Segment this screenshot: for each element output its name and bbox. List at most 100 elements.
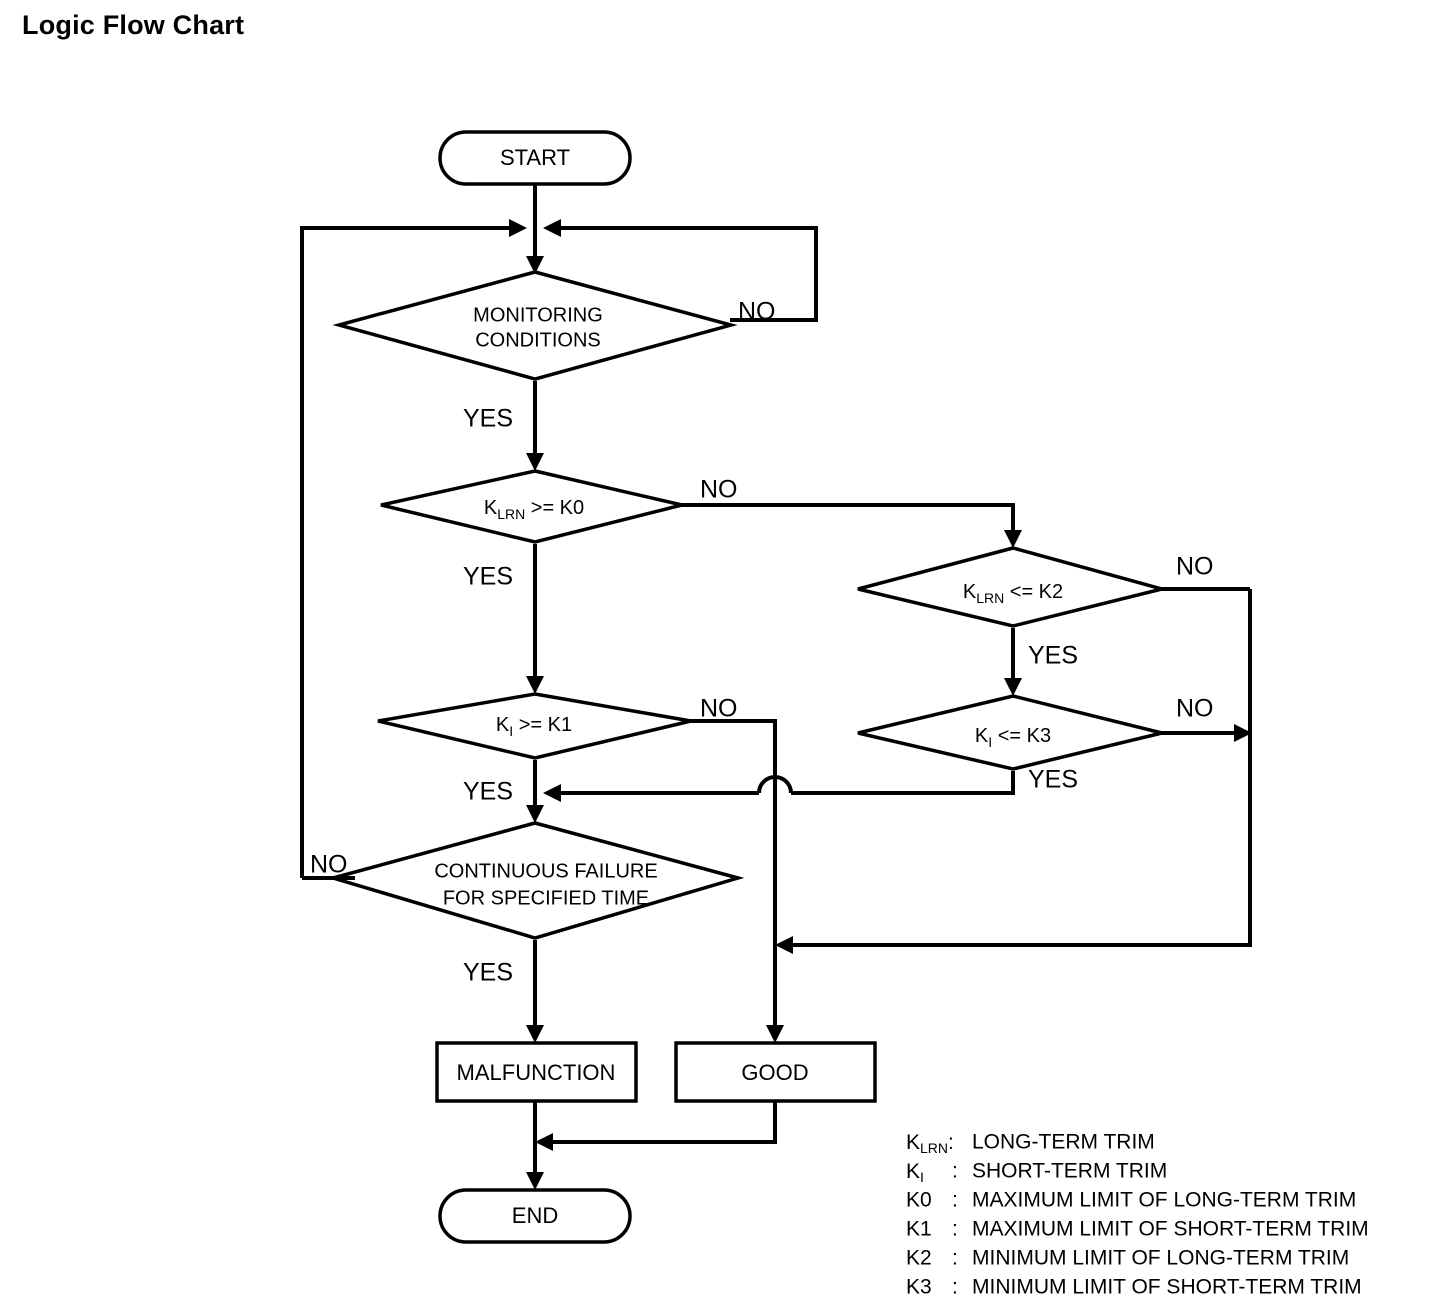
arrowhead-into-ki-le-k3 (1004, 678, 1022, 696)
start-label: START (500, 145, 570, 170)
legend-desc-k0: MAXIMUM LIMIT OF LONG-TERM TRIM (972, 1189, 1356, 1212)
arrowhead-into-continuous (526, 805, 544, 823)
klrn-le-k2-rest: <= K2 (1004, 581, 1063, 603)
label-ki-ge-k1-no: NO (700, 695, 738, 723)
legend-sep-k2: : (952, 1247, 958, 1270)
klrn-ge-k0-sub: LRN (497, 506, 525, 522)
ki-ge-k1-sub: I (509, 723, 513, 739)
ki-le-k3-rest: <= K3 (992, 725, 1051, 747)
legend-key-k2: K2 (906, 1247, 932, 1270)
connectors (300, 184, 1252, 1190)
malfunction-label: MALFUNCTION (457, 1060, 616, 1085)
edge-merge-rail-right (783, 589, 1252, 947)
ki-le-k3-label: KI <= K3 (975, 725, 1051, 749)
klrn-ge-k0-main: K (484, 497, 498, 519)
legend-desc-ki: SHORT-TERM TRIM (972, 1160, 1167, 1183)
klrn-le-k2-label: KLRN <= K2 (963, 581, 1063, 605)
page-title: Logic Flow Chart (22, 10, 245, 40)
node-end[interactable]: END (438, 1188, 632, 1244)
arrowhead-into-ki-ge-k1 (526, 676, 544, 694)
node-start[interactable]: START (438, 130, 632, 186)
legend-sep-k0: : (952, 1189, 958, 1212)
edge-ki-le-k3-yes-seg1 (791, 771, 1015, 795)
legend-sep-k3: : (952, 1276, 958, 1299)
legend-desc-k3: MINIMUM LIMIT OF SHORT-TERM TRIM (972, 1276, 1362, 1299)
edge-loopback-monitoring-no (549, 226, 818, 322)
label-ki-le-k3-yes: YES (1028, 766, 1078, 794)
good-shape (674, 1041, 877, 1103)
arrowhead-ki-le-k3-yes (543, 784, 561, 802)
monitoring-shape (332, 270, 738, 381)
continuous-shape (326, 821, 745, 940)
monitoring-label-line2: CONDITIONS (475, 329, 601, 351)
node-klrn-le-k2[interactable]: KLRN <= K2 (857, 546, 1169, 628)
legend-desc-klrn: LONG-TERM TRIM (972, 1131, 1155, 1154)
klrn-ge-k0-rest: >= K0 (525, 497, 584, 519)
continuous-label-line1: CONTINUOUS FAILURE (434, 860, 657, 882)
klrn-le-k2-sub: LRN (976, 590, 1004, 606)
legend: KLRN: LONG-TERM TRIM KI : SHORT-TERM TRI… (906, 1131, 1369, 1299)
legend-sep-ki: : (952, 1160, 958, 1183)
ki-ge-k1-rest: >= K1 (513, 714, 572, 736)
node-malfunction[interactable]: MALFUNCTION (435, 1041, 638, 1103)
ki-ge-k1-shape (377, 692, 692, 760)
legend-desc-k1: MAXIMUM LIMIT OF SHORT-TERM TRIM (972, 1218, 1369, 1241)
klrn-ge-k0-label: KLRN >= K0 (484, 497, 584, 521)
legend-row-k0: K0 : MAXIMUM LIMIT OF LONG-TERM TRIM (906, 1189, 1356, 1212)
node-continuous-failure[interactable]: CONTINUOUS FAILURE FOR SPECIFIED TIME (326, 821, 745, 940)
ki-le-k3-shape (857, 694, 1163, 771)
node-klrn-ge-k0[interactable]: KLRN >= K0 (380, 469, 683, 544)
legend-sep-klrn: : (948, 1131, 954, 1154)
legend-row-k2: K2 : MINIMUM LIMIT OF LONG-TERM TRIM (906, 1247, 1349, 1270)
label-monitoring-yes: YES (463, 405, 513, 433)
end-label: END (512, 1203, 558, 1228)
arrowhead-loopback-right (543, 219, 561, 237)
arrowhead-into-good (766, 1025, 784, 1043)
legend-sep-k1: : (952, 1218, 958, 1241)
legend-key-k1: K1 (906, 1218, 932, 1241)
start-shape (438, 130, 632, 186)
edge-loopback-left (300, 226, 521, 878)
node-monitoring-conditions[interactable]: MONITORING CONDITIONS (332, 270, 738, 381)
legend-row-ki: KI : SHORT-TERM TRIM (906, 1160, 1167, 1185)
label-continuous-yes: YES (463, 959, 513, 987)
legend-desc-k2: MINIMUM LIMIT OF LONG-TERM TRIM (972, 1247, 1349, 1270)
arrowhead-into-klrn-ge-k0 (526, 453, 544, 471)
klrn-ge-k0-shape (380, 469, 683, 544)
legend-key-klrn: KLRN: (906, 1131, 954, 1156)
node-ki-ge-k1[interactable]: KI >= K1 (377, 692, 692, 760)
arrowhead-into-malfunction (526, 1025, 544, 1043)
legend-key-k0: K0 (906, 1189, 932, 1212)
label-klrn-le-k2-yes: YES (1028, 642, 1078, 670)
node-good[interactable]: GOOD (674, 1041, 877, 1103)
ki-ge-k1-label: KI >= K1 (496, 714, 572, 738)
continuous-label-line2: FOR SPECIFIED TIME (443, 887, 649, 909)
legend-key-klrn-sub: LRN (920, 1140, 948, 1156)
label-ki-le-k3-no: NO (1176, 695, 1214, 723)
label-klrn-le-k2-no: NO (1176, 553, 1214, 581)
klrn-le-k2-shape (857, 546, 1169, 628)
edge-ki-ge-k1-no (690, 719, 777, 1037)
legend-row-klrn: KLRN: LONG-TERM TRIM (906, 1131, 1155, 1156)
label-monitoring-no: NO (738, 298, 776, 326)
end-shape (438, 1188, 632, 1244)
node-ki-le-k3[interactable]: KI <= K3 (857, 694, 1163, 771)
line-hop-arc (757, 775, 793, 794)
monitoring-label-line1: MONITORING (473, 304, 603, 326)
arrowhead-into-end (526, 1172, 544, 1190)
arrowhead-merge-into-good-line (775, 936, 793, 954)
arrowhead-into-monitoring (526, 256, 544, 274)
good-label: GOOD (741, 1060, 808, 1085)
arrowhead-loopback-left (509, 219, 527, 237)
label-klrn-ge-k0-yes: YES (463, 563, 513, 591)
legend-key-ki-sub: I (920, 1169, 924, 1185)
legend-key-k3: K3 (906, 1276, 932, 1299)
ki-le-k3-sub: I (988, 734, 992, 750)
arrowhead-good-to-end-stem (535, 1133, 553, 1151)
legend-key-ki: KI (906, 1160, 924, 1185)
edge-good-to-end (543, 1101, 777, 1144)
legend-key-ki-main: K (906, 1160, 920, 1183)
label-klrn-ge-k0-no: NO (700, 476, 738, 504)
legend-row-k1: K1 : MAXIMUM LIMIT OF SHORT-TERM TRIM (906, 1218, 1369, 1241)
